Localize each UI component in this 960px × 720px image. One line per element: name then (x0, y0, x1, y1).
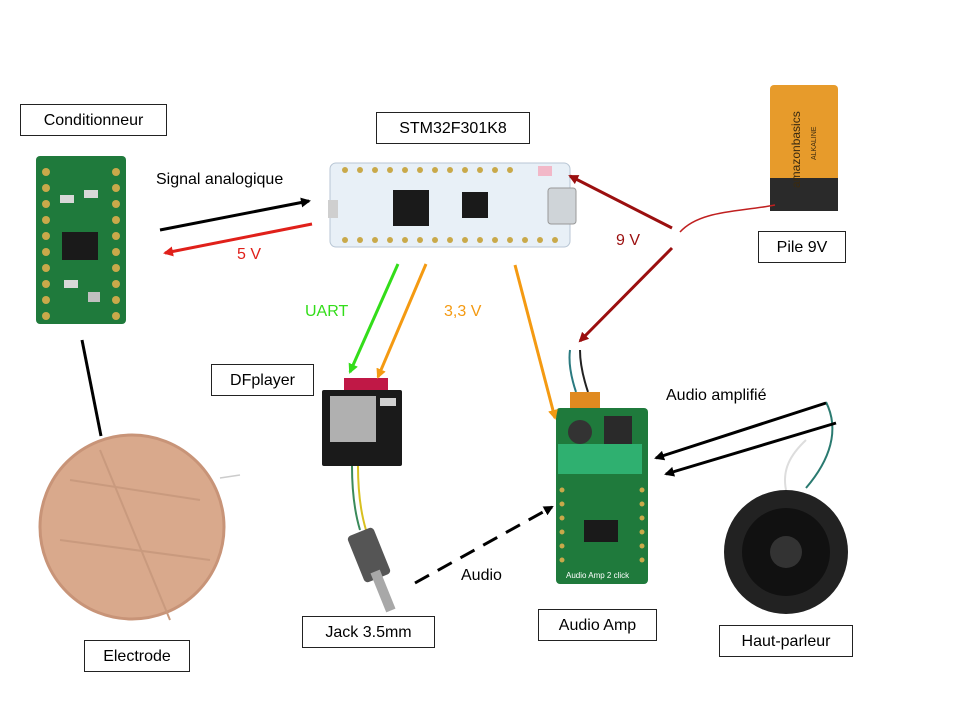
label-stm32: STM32F301K8 (376, 112, 530, 144)
label-audio-amp: Audio Amp (538, 609, 657, 641)
signal-analogique-arrow (159, 197, 311, 232)
speaker (724, 401, 848, 614)
label-conditionneur: Conditionneur (20, 104, 167, 136)
three-v3-to-dfplayer-arrow (376, 263, 428, 379)
label-jack: Jack 3.5mm (302, 616, 435, 648)
battery-wire (679, 204, 776, 233)
audio-amplifie-arrow-2 (664, 421, 837, 477)
label-nine-v: 9 V (616, 232, 641, 249)
label-uart: UART (305, 303, 349, 320)
audio-amplifie-arrow-1 (654, 401, 827, 461)
label-five-v: 5 V (237, 246, 262, 263)
label-three-v3: 3,3 V (444, 303, 482, 320)
battery-brand-text: amazonbasics (789, 111, 803, 188)
electrode-link-line (80, 339, 103, 437)
dfplayer-module (322, 378, 402, 531)
label-audio: Audio (461, 567, 502, 584)
nine-v-to-amp-arrow (578, 246, 674, 343)
battery-9v: amazonbasics ALKALINE (770, 85, 838, 211)
label-haut-parleur: Haut-parleur (719, 625, 853, 657)
electrode (38, 433, 241, 621)
label-audio-amplifie: Audio amplifié (666, 387, 767, 404)
amp-silk-text: Audio Amp 2 click (566, 571, 630, 580)
jack-connector (347, 527, 396, 613)
label-signal-analogique: Signal analogique (156, 171, 284, 188)
label-electrode: Electrode (84, 640, 190, 672)
uart-arrow (348, 263, 400, 374)
battery-type-text: ALKALINE (811, 126, 818, 160)
nine-v-to-stm32-arrow (568, 174, 673, 230)
label-dfplayer: DFplayer (211, 364, 314, 396)
audio-amp-board: Audio Amp 2 click (556, 349, 648, 584)
conditionneur-board (36, 156, 126, 324)
three-v3-to-amp-arrow (513, 264, 558, 420)
five-v-arrow (163, 222, 313, 257)
stm32-board (328, 162, 577, 248)
label-pile-9v: Pile 9V (758, 231, 846, 263)
audio-dashed-arrow (414, 505, 554, 585)
